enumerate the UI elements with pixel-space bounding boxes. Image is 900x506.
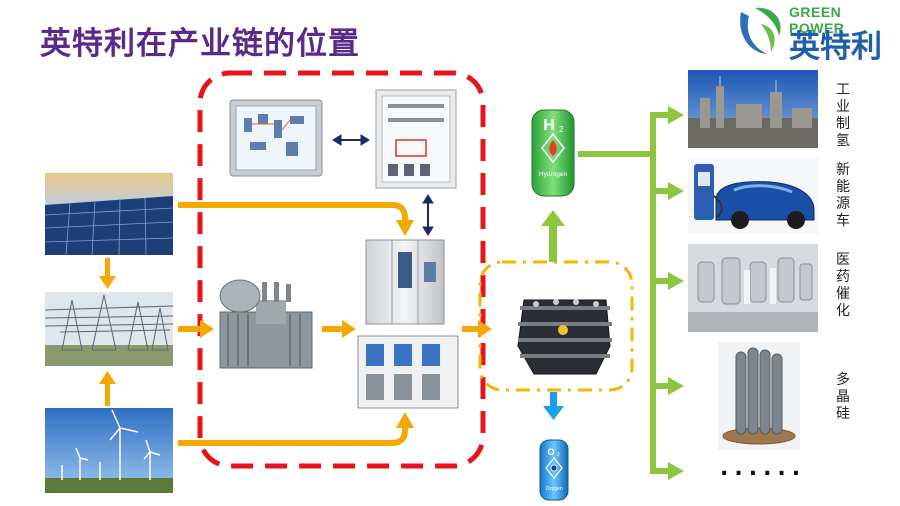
- wind-turbine-image: [45, 408, 173, 493]
- more-applications-ellipsis: ......: [720, 456, 807, 481]
- logo-chinese-text: 英特利: [789, 29, 882, 65]
- control-cabinet-image: [375, 89, 457, 189]
- application-label-hydrogen-production: 工业制氢: [836, 82, 850, 149]
- company-logo: GREEN POWER 英特利: [733, 2, 893, 65]
- electrolyzer-image: [517, 299, 612, 375]
- application-label-polysilicon: 多晶硅: [836, 372, 850, 422]
- o2-tank-text: Oxygen: [545, 486, 562, 492]
- power-supply-cabinet-image: [365, 239, 445, 325]
- source-arrows-vertical: [99, 258, 116, 406]
- h2-tank-text: Hydrogen: [539, 171, 568, 178]
- h2-letter: H: [543, 117, 555, 134]
- rectifier-cabinet-image: [357, 335, 459, 409]
- blue-arrow-down: [543, 392, 564, 420]
- industrial-plant-image: [688, 70, 818, 148]
- hmi-touch-panel-image: [229, 99, 323, 177]
- swirl-leaf-logo-icon: [740, 7, 781, 54]
- solar-panel-image: [44, 173, 174, 256]
- h2-subscript: 2: [559, 125, 564, 134]
- red-dashed-boundary: [197, 70, 486, 469]
- o2-letter: O: [547, 447, 554, 457]
- navy-data-arrows: [332, 134, 434, 236]
- pharma-lab-image: [688, 244, 818, 332]
- green-arrow-up: [541, 210, 565, 262]
- power-grid-image: [44, 292, 174, 366]
- polysilicon-rod-image: [718, 342, 800, 450]
- application-label-new-energy-vehicle: 新能源车: [836, 162, 850, 229]
- fuel-cell-vehicle-image: [688, 158, 818, 234]
- logo-english-text: GREEN POWER: [789, 4, 845, 36]
- page-title: 英特利在产业链的位置: [40, 26, 360, 62]
- transformer-image: [219, 279, 313, 369]
- oxygen-tank-icon: O 2 Oxygen: [539, 439, 569, 501]
- o2-subscript: 2: [557, 452, 560, 458]
- orange-flow-arrows: [178, 202, 492, 446]
- green-distribution-arrows: [578, 106, 684, 480]
- application-label-pharma-catalysis: 医药催化: [836, 252, 850, 319]
- hydrogen-tank-icon: H 2 Hydrogen: [531, 109, 575, 197]
